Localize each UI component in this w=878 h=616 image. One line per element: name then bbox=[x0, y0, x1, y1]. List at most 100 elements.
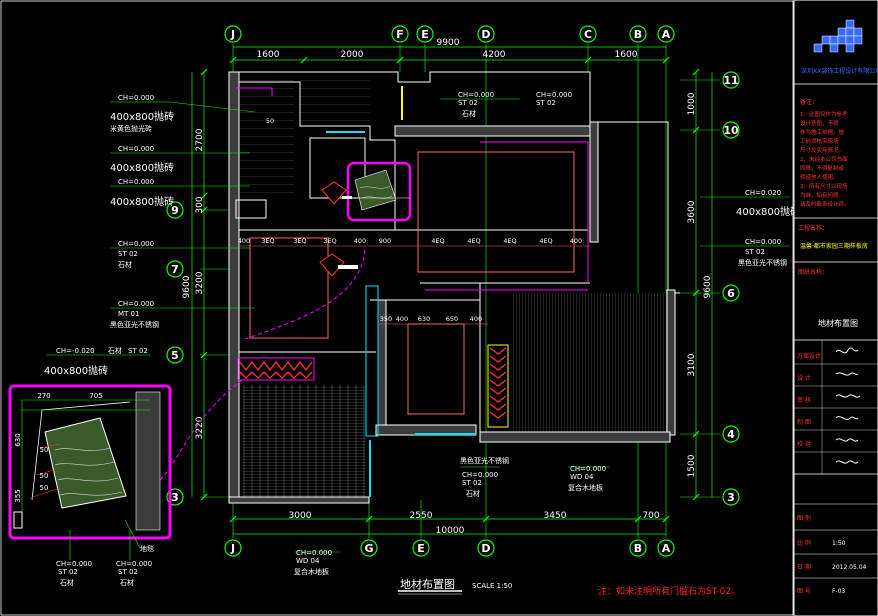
dim-right-3: 3100 bbox=[687, 353, 697, 376]
note-l6d: ST 02 bbox=[128, 347, 148, 355]
dim-right-2: 3600 bbox=[687, 200, 697, 223]
dim-top-total: 9900 bbox=[437, 38, 460, 48]
note-line-5: 2．未经本公司书面 bbox=[800, 155, 848, 163]
info-value-1: 1:50 bbox=[832, 540, 846, 547]
grid-label-left-5: 5 bbox=[171, 349, 179, 362]
note-t1b: ST 02 bbox=[458, 99, 478, 107]
dim-right-4: 1500 bbox=[687, 454, 697, 477]
note-b5: CH=0.000 bbox=[56, 560, 92, 568]
note-l1c: 米黄色抛光砖 bbox=[110, 124, 152, 133]
red-strips bbox=[237, 344, 509, 428]
dim-top-1: 1600 bbox=[257, 50, 280, 60]
dim-bottom-1: 3000 bbox=[289, 511, 312, 521]
note-line-10: 请及时联系设计师。 bbox=[800, 200, 850, 208]
dim-top-3: 4200 bbox=[483, 50, 506, 60]
note-line-6: 同意，不得复制或 bbox=[800, 164, 845, 172]
row-label-2: 审 核 bbox=[797, 396, 811, 404]
note-line-8: 3．所有尺寸以现场 bbox=[800, 182, 848, 190]
grid-label-right-3: 3 bbox=[727, 491, 735, 504]
note-b1c: 石材 bbox=[466, 489, 480, 498]
note-r1: CH=0.020 bbox=[745, 189, 781, 197]
dim-bottom-total: 10000 bbox=[436, 526, 465, 536]
room-dim-7: 4EQ bbox=[467, 237, 480, 245]
row-label-4: 校 对 bbox=[797, 440, 811, 448]
note-l5: CH=0.000 bbox=[118, 300, 154, 308]
detail-dim-0: 270 bbox=[37, 392, 50, 400]
note-b7: 地毯 bbox=[140, 544, 154, 553]
note-l5c: 黑色亚光不锈钢 bbox=[110, 320, 159, 329]
company-name: 深圳XX装饰工程设计有限公司 bbox=[801, 67, 878, 75]
grid-label-top-E: E bbox=[421, 28, 429, 41]
callout-leaders bbox=[46, 98, 790, 553]
notes-head: 备注： bbox=[800, 98, 818, 106]
room-dim-8: 4EQ bbox=[503, 237, 516, 245]
row-label-3: 制 图 bbox=[797, 418, 811, 426]
floor-hatch bbox=[240, 80, 667, 497]
room-dim-texts: 400 3EQ 3EQ 3EQ 400 900 4EQ 4EQ 4EQ 4EQ … bbox=[238, 117, 582, 323]
signatures bbox=[835, 347, 861, 464]
note-r2: CH=0.000 bbox=[745, 238, 781, 246]
note-r1b: 400x800抛砖 bbox=[736, 205, 800, 218]
grid-label-right-6: 6 bbox=[727, 287, 735, 300]
footnote: 注：如未注明所有门槛石为ST-02。 bbox=[598, 585, 740, 597]
room-dim-12: 400 bbox=[396, 315, 408, 323]
detail-dim-1: 705 bbox=[89, 392, 102, 400]
grid-label-bottom-J: J bbox=[230, 542, 235, 555]
note-l3b: 400x800抛砖 bbox=[110, 195, 174, 208]
grid-label-right-10: 10 bbox=[723, 124, 739, 137]
dimension-ticks bbox=[200, 56, 700, 523]
note-line-9: 为准，如有问题 bbox=[800, 191, 839, 199]
note-b6c: 石材 bbox=[120, 578, 134, 587]
note-l5b: MT 01 bbox=[118, 310, 139, 318]
detail-enlargement: 270 705 50 50 50 630 355 bbox=[8, 384, 172, 560]
note-b5b: ST 02 bbox=[58, 568, 78, 576]
info-value-3: F-03 bbox=[832, 588, 845, 595]
note-l4c: 石材 bbox=[118, 260, 132, 269]
room-outlines bbox=[159, 86, 589, 497]
room-dim-6: 4EQ bbox=[431, 237, 444, 245]
drawing-label: 图纸名称： bbox=[798, 268, 828, 276]
note-l1: CH=0.000 bbox=[118, 94, 154, 102]
note-l6c: 石材 bbox=[108, 346, 122, 355]
grid-label-top-D: D bbox=[481, 28, 490, 41]
note-l4b: ST 02 bbox=[118, 250, 138, 258]
dim-right-1: 1000 bbox=[687, 92, 697, 115]
row-label-0: 方案设计 bbox=[797, 352, 821, 360]
room-dim-0: 400 bbox=[238, 237, 250, 245]
title-block: 深圳XX装饰工程设计有限公司 备注： 1．此图仅作为参考 设计意图，不得 作为施… bbox=[793, 0, 878, 616]
drawing-title: 地材布置图 bbox=[400, 577, 455, 591]
room-dim-14: 650 bbox=[446, 315, 458, 323]
room-dim-1: 3EQ bbox=[261, 237, 274, 245]
note-b3b: WD 04 bbox=[570, 473, 594, 481]
detail-dim-6: 355 bbox=[14, 489, 22, 502]
info-value-2: 2012.05.04 bbox=[832, 564, 867, 571]
grid-label-bottom-D: D bbox=[481, 542, 490, 555]
note-line-1: 设计意图，不得 bbox=[800, 119, 839, 127]
detail-dim-3: 50 bbox=[40, 472, 49, 480]
note-b6: CH=0.000 bbox=[116, 560, 152, 568]
grid-label-bottom-E: E bbox=[417, 542, 425, 555]
note-l6b: 400x800抛砖 bbox=[44, 364, 108, 377]
room-dim-5: 900 bbox=[379, 237, 391, 245]
grid-label-bottom-B: B bbox=[634, 542, 642, 555]
note-t1: CH=0.000 bbox=[458, 91, 494, 99]
note-l2b: 400x800抛砖 bbox=[110, 161, 174, 174]
grid-label-bottom-A: A bbox=[662, 542, 671, 555]
drawing-border bbox=[0, 0, 794, 616]
room-dim-15: 400 bbox=[470, 315, 482, 323]
dim-left-1: 2700 bbox=[195, 128, 205, 151]
room-dim-11: 350 bbox=[380, 315, 392, 323]
drawing-name: 地材布置图 bbox=[818, 318, 858, 328]
note-r2b: ST 02 bbox=[745, 248, 765, 256]
project-name: 温馨·都市家园三期样板房 bbox=[800, 242, 868, 250]
note-line-4: 尺寸及实际情况。 bbox=[800, 146, 844, 154]
room-dim-13: 630 bbox=[418, 315, 430, 323]
project-label: 工程名称： bbox=[798, 224, 828, 232]
note-l2: CH=0.000 bbox=[118, 145, 154, 153]
note-b2b: WD 04 bbox=[296, 557, 320, 565]
dim-left-total: 9600 bbox=[182, 275, 192, 298]
grid-label-right-4: 4 bbox=[727, 428, 735, 441]
detail-dim-2: 50 bbox=[40, 446, 49, 454]
room-dim-9: 4EQ bbox=[539, 237, 552, 245]
grid-label-left-3: 3 bbox=[171, 491, 179, 504]
